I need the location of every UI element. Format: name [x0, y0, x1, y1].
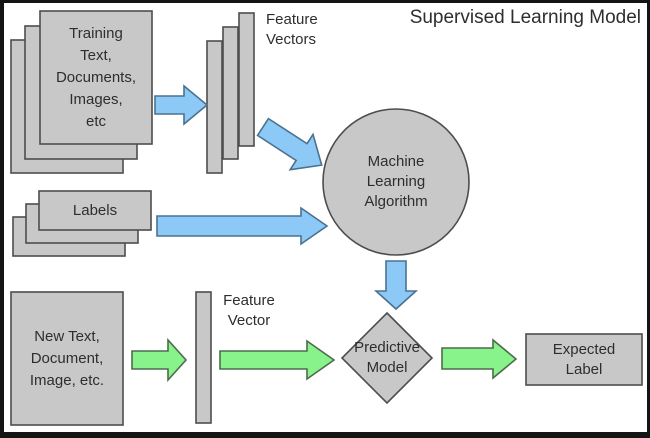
training-docs-stack	[10, 10, 153, 174]
new-input-label: New Text, Document, Image, etc.	[29, 327, 105, 389]
predictive-model-label: Predictive Model	[354, 339, 420, 376]
feature-vectors-stack	[206, 12, 255, 174]
diagram-title: Supervised Learning Model	[409, 7, 641, 28]
feature-vector-bar-single	[195, 291, 212, 424]
arrow-algorithm-to-model-icon	[373, 260, 419, 311]
arrow-model-to-label-icon	[441, 338, 518, 380]
new-input-box	[10, 291, 124, 426]
arrow-labels-to-algorithm-icon	[156, 206, 329, 246]
ml-algorithm-circle	[322, 108, 470, 256]
expected-label-text: Expected Label	[552, 340, 616, 378]
feature-vectors-label: Feature Vectors	[266, 11, 318, 48]
ml-algorithm-label: Machine Learning Algorithm	[364, 153, 428, 210]
arrow-featurevector-to-model-icon	[219, 339, 336, 381]
arrow-input-to-featurevector-icon	[131, 337, 188, 383]
feature-vector-bar-middle	[222, 26, 239, 160]
training-docs-label: Training Text, Documents, Images, etc	[55, 24, 137, 130]
expected-label-box	[525, 333, 643, 386]
training-doc-page-front	[39, 10, 153, 145]
feature-vector-bar-back	[206, 40, 223, 174]
labels-page-front	[38, 190, 152, 231]
feature-vector-bar-front	[238, 12, 255, 147]
arrow-training-to-features-icon	[154, 84, 209, 126]
labels-stack-label: Labels	[72, 201, 118, 219]
labels-stack	[12, 190, 152, 257]
feature-vector-label: Feature Vector	[223, 292, 275, 329]
predictive-model-diamond	[340, 311, 434, 405]
arrow-features-to-algorithm-icon	[256, 117, 323, 171]
